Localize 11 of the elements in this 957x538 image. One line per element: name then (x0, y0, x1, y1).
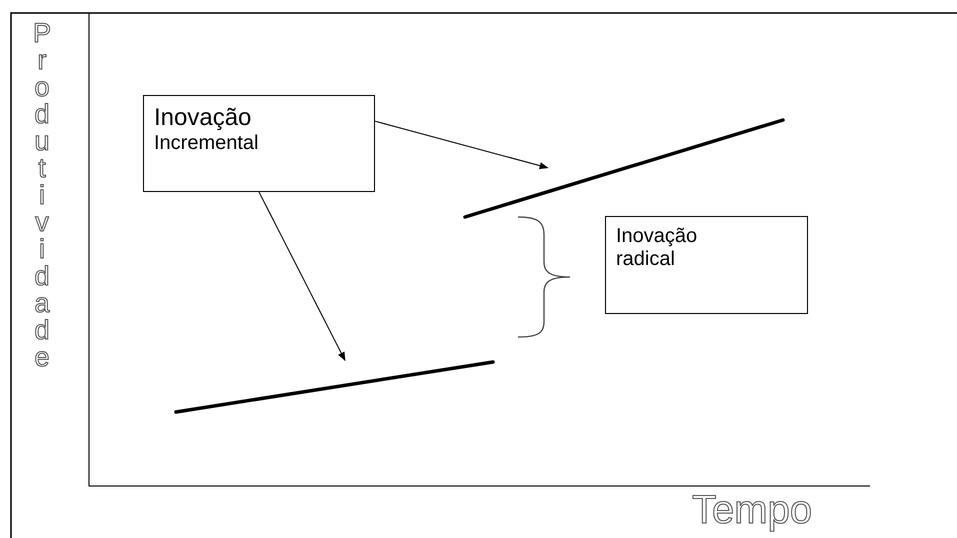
axis-title: Produtividade (26, 18, 57, 369)
text-box (143, 95, 375, 192)
axis-title: Tempo (692, 490, 812, 530)
text-box (605, 216, 808, 314)
trend-line (463, 118, 785, 219)
box-heading: Inovação (154, 104, 252, 132)
arrow (258, 192, 346, 362)
box-text: Incremental (154, 132, 260, 155)
box-text: Inovação radical (616, 225, 698, 271)
trend-line (174, 360, 495, 414)
arrow (374, 120, 549, 170)
